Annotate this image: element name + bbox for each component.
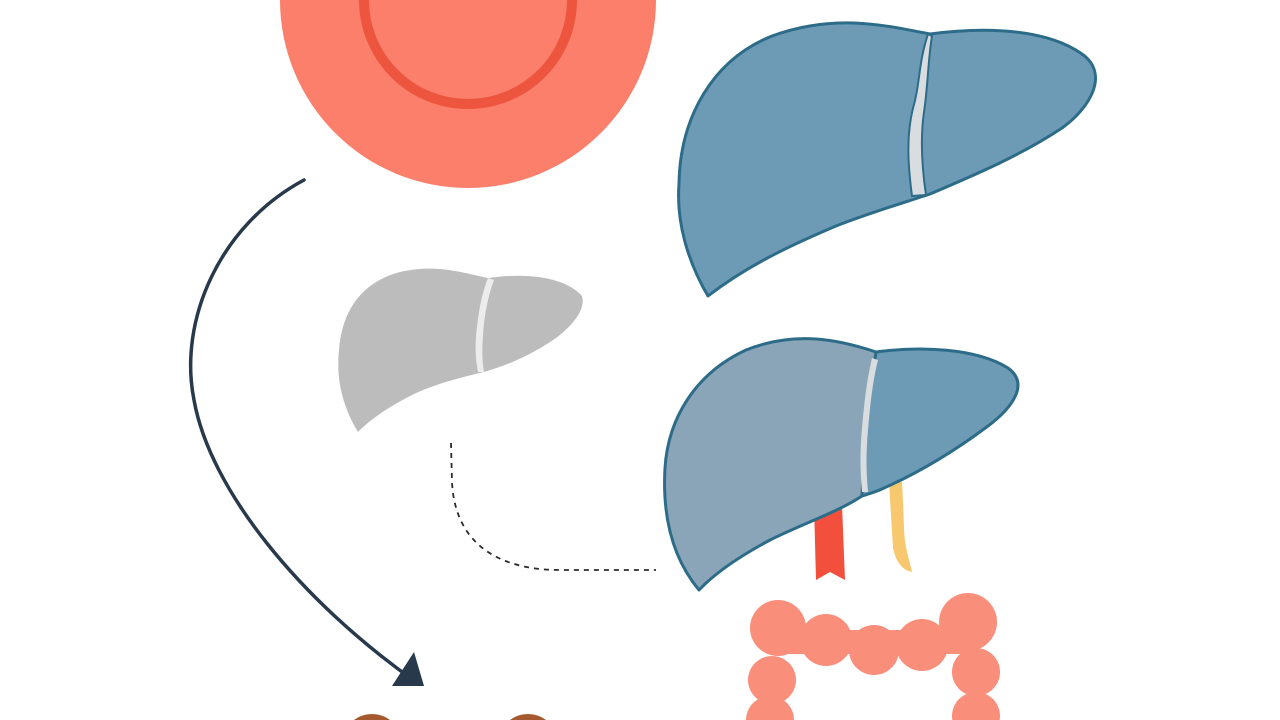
liver-small-grey-icon	[338, 268, 583, 432]
kidneys-icon	[354, 714, 546, 720]
red-blood-cell-icon	[280, 0, 656, 188]
colon-haustrum	[748, 656, 796, 704]
red-blood-cell-body	[280, 0, 656, 188]
liver-right-lobe	[860, 347, 1020, 498]
hepatic-artery	[814, 505, 845, 580]
kidney-right	[510, 714, 546, 720]
dashed-connector	[450, 442, 656, 571]
liver-large-icon	[677, 21, 1097, 298]
colon-haustrum	[746, 696, 794, 720]
red-blood-cell-inner-ring	[359, 0, 577, 109]
liver-large-lobe-gap	[907, 32, 934, 198]
arrowhead-icon	[392, 652, 424, 686]
liver-small-body	[338, 268, 583, 432]
liver-with-vessels-icon	[663, 337, 1020, 592]
liver-small-lobe-gap	[475, 278, 494, 372]
arrow-cell-to-kidneys	[188, 178, 424, 686]
kidney-left	[354, 714, 390, 720]
colon-haustrum	[952, 692, 1000, 720]
liver-lobe-gap	[860, 358, 878, 492]
colon-haustrum	[952, 648, 1000, 696]
liver-large-body	[677, 21, 1097, 298]
bile-duct	[889, 482, 912, 572]
arrow-shaft	[188, 178, 418, 684]
liver-left-lobe	[663, 337, 878, 592]
colon-body	[770, 630, 970, 654]
colon-icon	[746, 593, 1000, 720]
